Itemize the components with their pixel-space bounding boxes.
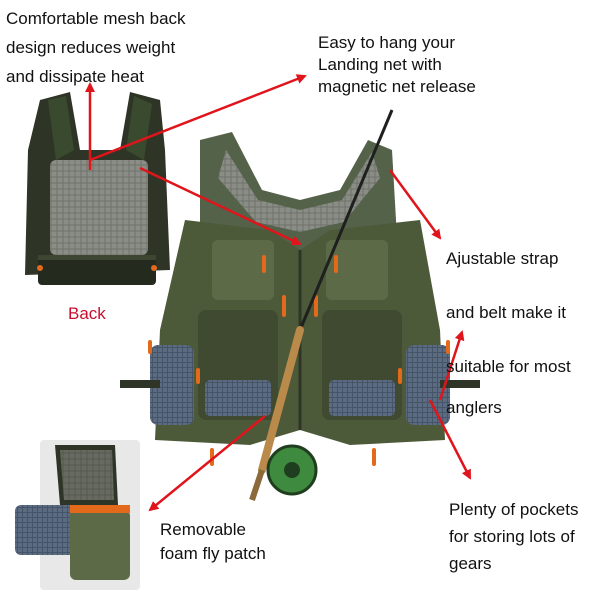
arrow-back-to-front — [139, 166, 302, 246]
foam-patch-inset — [15, 440, 140, 590]
caption-strap-line: Ajustable strap — [446, 249, 559, 268]
side-pocket-left — [150, 345, 194, 425]
arrow-foam-patch — [148, 415, 266, 512]
back-pocket — [38, 255, 156, 285]
caption-landing-net: Easy to hang your Landing net with magne… — [318, 33, 476, 96]
arrow-belt — [438, 330, 465, 401]
caption-pockets: Plenty of pockets for storing lots of ge… — [449, 500, 579, 573]
vest-back-view — [25, 92, 170, 285]
callout-arrows — [85, 74, 472, 512]
arrow-strap — [388, 169, 442, 240]
mesh-back-panel — [50, 160, 148, 255]
caption-strap-belt: Ajustable strap and belt make it suitabl… — [446, 218, 596, 448]
vest-front-view — [120, 132, 480, 466]
fishing-rod-icon — [249, 109, 394, 501]
side-pocket-right — [406, 345, 450, 425]
caption-mesh-back: Comfortable mesh back design reduces wei… — [6, 9, 186, 86]
caption-strap-line: suitable for most — [446, 357, 571, 376]
caption-foam-patch: Removable foam fly patch — [160, 520, 266, 563]
arrow-landing-net — [89, 74, 307, 162]
caption-strap-line: and belt make it — [446, 303, 567, 322]
back-view-label: Back — [68, 304, 106, 323]
arrow-pockets — [428, 399, 472, 480]
fly-reel-icon — [266, 444, 318, 496]
caption-strap-line: anglers — [446, 398, 502, 417]
